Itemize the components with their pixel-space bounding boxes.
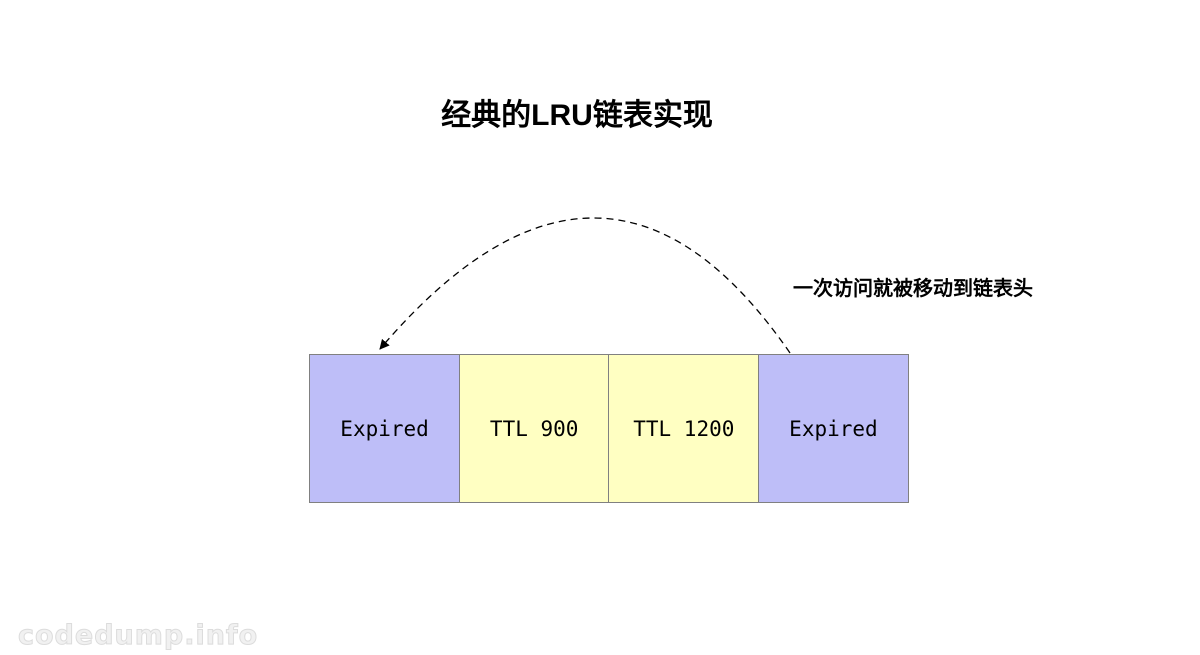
dashed-arc-path <box>379 217 791 354</box>
list-node-expired-tail: Expired <box>757 354 909 503</box>
node-label: TTL 900 <box>489 416 579 441</box>
node-label: Expired <box>340 416 429 441</box>
node-label: Expired <box>789 416 878 441</box>
diagram-title: 经典的LRU链表实现 <box>441 99 713 132</box>
arrow-annotation: 一次访问就被移动到链表头 <box>793 278 1033 300</box>
list-node-ttl-1200: TTL 1200 <box>608 354 760 503</box>
list-node-expired-head: Expired <box>309 354 461 503</box>
watermark: codedump.info <box>17 620 259 652</box>
node-label: TTL 1200 <box>633 416 735 441</box>
lru-linked-list: Expired TTL 900 TTL 1200 Expired <box>309 354 909 503</box>
list-node-ttl-900: TTL 900 <box>458 354 610 503</box>
